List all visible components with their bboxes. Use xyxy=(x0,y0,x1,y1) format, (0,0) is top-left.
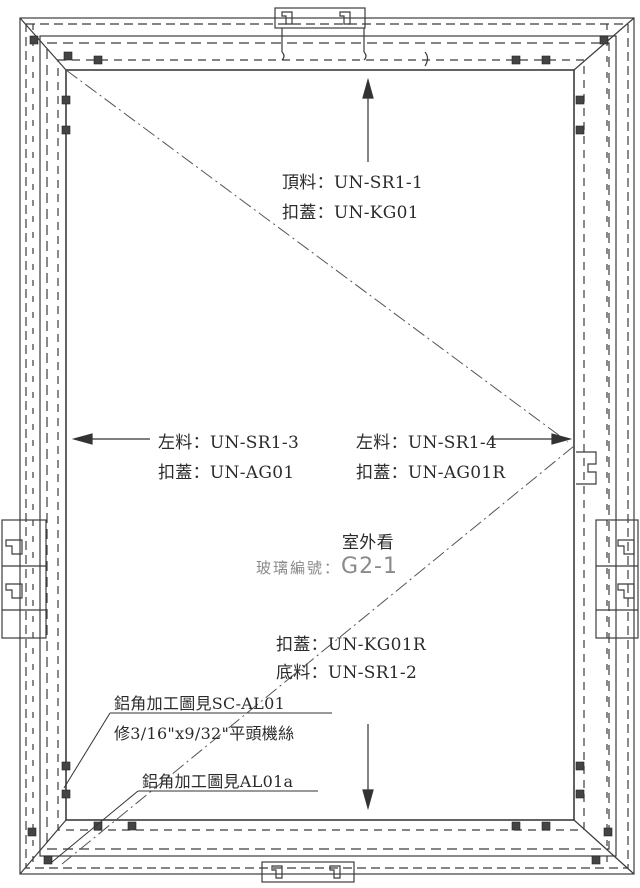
left-header-label: 左料：UN-SR1-3 xyxy=(158,433,300,453)
right-coupler xyxy=(595,519,639,639)
miter-bottom-right xyxy=(573,819,635,875)
frame-outer xyxy=(19,17,635,875)
bottom-cover-label: 扣蓋：UN-KG01R xyxy=(276,635,426,655)
bottom-coupler xyxy=(261,861,355,883)
arrow-down-head xyxy=(362,789,374,811)
diagonal-top xyxy=(65,69,569,443)
note-machining-a: 鋁角加工圖見AL01a xyxy=(142,772,294,791)
note-machining-sc: 鋁角加工圖見SC-AL01 xyxy=(114,694,286,713)
frame-mid-dash xyxy=(46,42,610,850)
glass-number-prefix: 玻璃編號： xyxy=(256,559,342,577)
right-cover-label: 扣蓋：UN-AG01R xyxy=(356,463,506,483)
view-note-label: 室外看 xyxy=(342,533,394,553)
top-cover-label: 扣蓋：UN-KG01 xyxy=(282,203,419,223)
left-coupler xyxy=(1,519,47,639)
bottom-header-label: 底料：UN-SR1-2 xyxy=(276,663,418,683)
right-header-label: 左料：UN-SR1-4 xyxy=(356,433,498,453)
arrow-up-head xyxy=(362,77,374,99)
glass-number-code: G2-1 xyxy=(341,554,398,579)
miter-bottom-left xyxy=(19,819,67,875)
miter-top-left xyxy=(19,17,67,71)
frame-inner xyxy=(65,69,575,821)
top-coupler xyxy=(274,7,366,29)
frame-inner-dash xyxy=(57,59,585,831)
left-cover-label: 扣蓋：UN-AG01 xyxy=(158,463,295,483)
note-screw: 修3/16"x9/32"平頭機絲 xyxy=(114,724,295,743)
glass-number-label: 玻璃編號：G2-1 xyxy=(256,554,398,579)
diagonal-bottom xyxy=(61,445,575,865)
frame-outer-inner xyxy=(25,23,629,869)
arrow-left-head xyxy=(71,433,93,445)
arrow-right-head xyxy=(551,433,573,445)
top-header-label: 頂料：UN-SR1-1 xyxy=(282,173,424,193)
frame-mid xyxy=(39,35,617,857)
